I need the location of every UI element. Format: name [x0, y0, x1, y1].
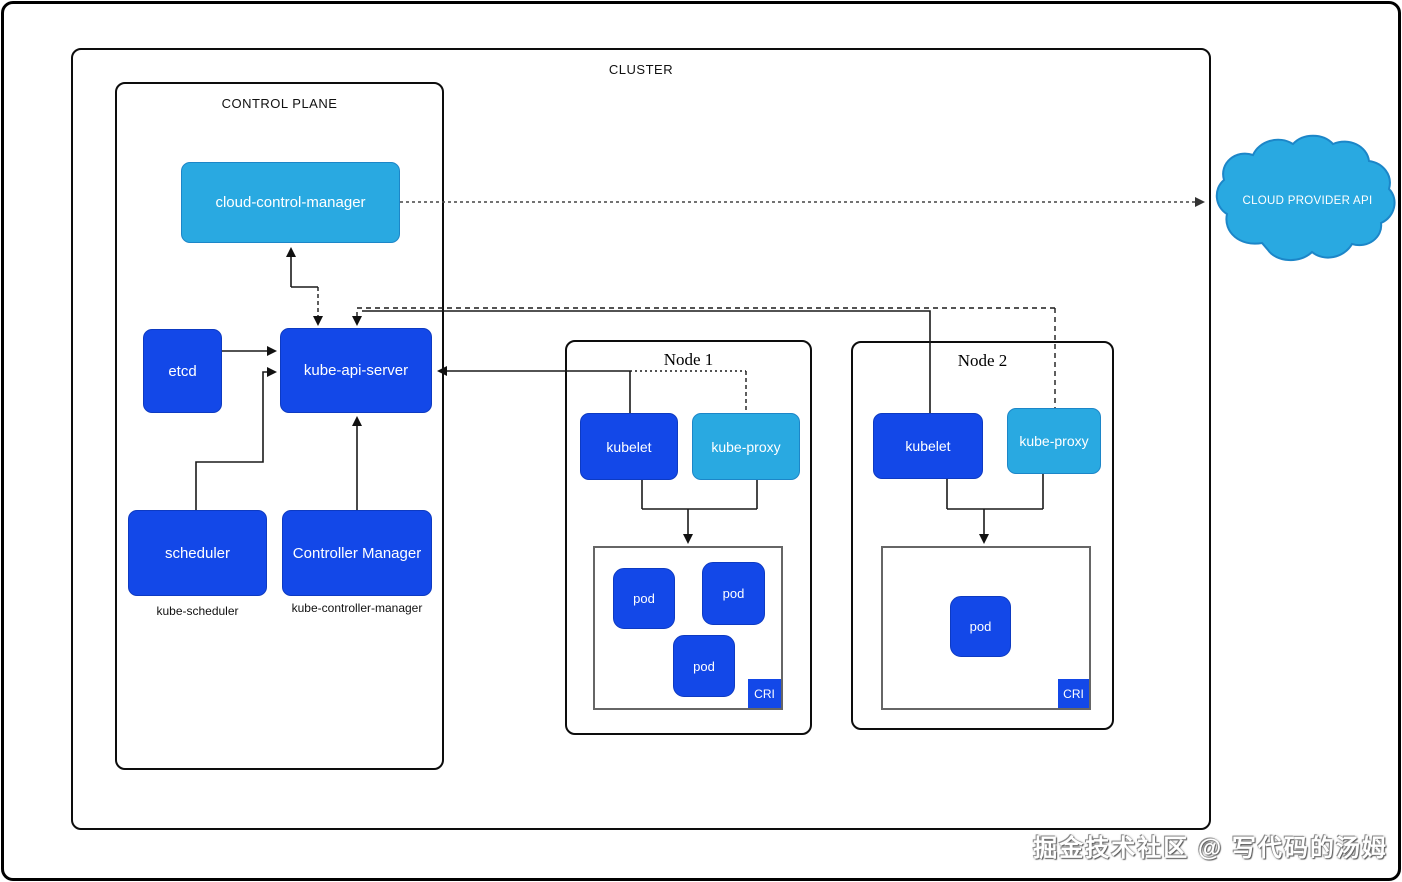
etcd-box: etcd: [143, 329, 222, 413]
scheduler-caption: kube-scheduler: [156, 604, 239, 618]
node2-title: Node 2: [957, 351, 1008, 370]
controller-manager-caption: kube-controller-manager: [291, 601, 423, 615]
control-plane-title: CONTROL PLANE: [221, 96, 338, 111]
cluster-box: CLUSTER: [71, 48, 1211, 830]
node1-pod-3: pod: [673, 635, 735, 697]
node1-kubelet-box: kubelet: [580, 413, 678, 480]
node1-cri-badge: CRI: [748, 679, 781, 708]
cloud-control-manager-box: cloud-control-manager: [181, 162, 400, 243]
controller-manager-box: Controller Manager: [282, 510, 432, 596]
node1-pod-2: pod: [702, 562, 765, 625]
scheduler-box: scheduler: [128, 510, 267, 596]
node2-cri-badge: CRI: [1058, 679, 1089, 708]
node1-cri-box: pod pod pod CRI: [593, 546, 783, 710]
node2-kubelet-box: kubelet: [873, 413, 983, 479]
watermark-text: 掘金技术社区 @ 写代码的汤姆: [1033, 835, 1388, 862]
node2-cri-box: pod CRI: [881, 546, 1091, 710]
kube-api-server-box: kube-api-server: [280, 328, 432, 413]
cloud-provider-api-label: CLOUD PROVIDER API: [1242, 195, 1373, 207]
node1-pod-1: pod: [613, 568, 675, 629]
control-plane-box: CONTROL PLANE: [115, 82, 444, 770]
node2-pod-1: pod: [950, 596, 1011, 657]
node1-kube-proxy-box: kube-proxy: [692, 413, 800, 480]
node1-title: Node 1: [663, 350, 714, 369]
cluster-title: CLUSTER: [608, 62, 674, 77]
node2-box: Node 2: [851, 341, 1114, 730]
node2-kube-proxy-box: kube-proxy: [1007, 408, 1101, 474]
